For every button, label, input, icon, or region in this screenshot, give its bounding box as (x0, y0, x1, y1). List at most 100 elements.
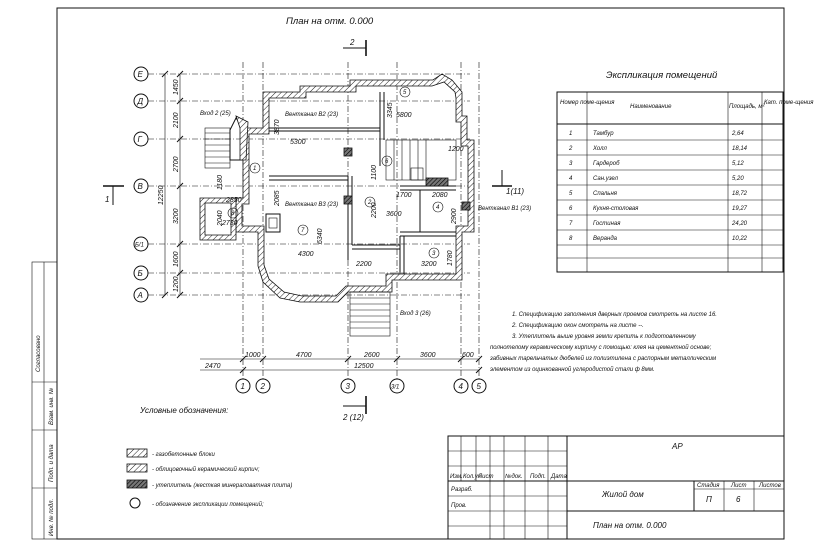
svg-text:600: 600 (462, 352, 474, 359)
svg-text:5: 5 (477, 382, 482, 391)
legend: Условные обозначения: - газобетонные бло… (126, 406, 292, 509)
vent-b3-label: Вентканал В3 (23) (285, 202, 338, 208)
svg-text:Спальня: Спальня (593, 191, 618, 197)
svg-text:Листов: Листов (758, 483, 781, 489)
svg-text:Изм.: Изм. (450, 474, 463, 480)
svg-text:2470: 2470 (204, 363, 221, 370)
svg-text:Кухня-столовая: Кухня-столовая (593, 206, 639, 212)
svg-text:5,12: 5,12 (732, 161, 744, 167)
svg-text:полнотелому керамическому кирп: полнотелому керамическому кирпичу с помо… (490, 344, 712, 351)
svg-text:1: 1 (253, 166, 256, 172)
svg-text:забивных тарельчатых дюбелей и: забивных тарельчатых дюбелей из полиэтил… (489, 355, 716, 362)
svg-text:Пров.: Пров. (451, 503, 467, 509)
svg-text:7: 7 (301, 228, 305, 234)
svg-text:2100: 2100 (173, 112, 180, 129)
explication-title: Экспликация помещений (606, 70, 718, 81)
svg-text:7: 7 (569, 221, 573, 227)
svg-text:Веранда: Веранда (593, 236, 618, 242)
room-marker-3: 3 (428, 247, 440, 259)
svg-text:- газобетонные блоки: - газобетонные блоки (152, 452, 216, 458)
axis-col-5: 5 (471, 62, 487, 394)
svg-text:2. Спецификацию окон смотреть: 2. Спецификацию окон смотреть на листе -… (511, 323, 644, 329)
explication-table: Экспликация помещений Номер поме-щения Н… (556, 70, 814, 273)
room-marker-6: 6 (381, 155, 393, 167)
svg-text:1180: 1180 (217, 175, 224, 190)
room-markers: 1 2 3 4 5 6 7 8 (227, 86, 444, 259)
entry-2-label: Вход 2 (25) (200, 111, 231, 117)
svg-text:2730: 2730 (221, 220, 238, 227)
legend-swatch-brick (126, 463, 148, 473)
exp-header-num: Номер поме-щения (560, 100, 615, 106)
dim-bottom: 2470 1000 4700 2600 3600 600 12500 (200, 352, 483, 374)
svg-text:Гардероб: Гардероб (593, 161, 620, 167)
axis-row-B1: Б/1 (133, 236, 470, 252)
tb-drawing: План на отм. 0.000 (593, 521, 667, 530)
svg-text:5800: 5800 (396, 112, 412, 119)
table-row: 4 Сан.узел 5,20 (569, 176, 744, 182)
svg-text:6340: 6340 (317, 228, 324, 244)
axis-row-B: Б (133, 265, 470, 281)
room-marker-8: 8 (227, 207, 239, 219)
svg-text:Е: Е (138, 70, 144, 79)
svg-text:- утеплитель (жесткая минерало: - утеплитель (жесткая минераловатная пли… (152, 483, 292, 489)
svg-text:Подп.: Подп. (530, 474, 546, 480)
svg-text:Сан.узел: Сан.узел (593, 176, 619, 182)
legend-room-circle-icon (129, 497, 141, 509)
dim-left: 1450 2100 2700 3200 1600 1200 12250 (158, 70, 184, 299)
svg-text:2200: 2200 (355, 261, 372, 268)
svg-text:1200: 1200 (173, 276, 180, 292)
svg-text:10,22: 10,22 (732, 236, 748, 242)
svg-text:1: 1 (241, 382, 245, 391)
exp-header-cat: Кат. поме-щения (764, 100, 814, 106)
svg-text:- облицовочный керамический ки: - облицовочный керамический кирпич; (152, 466, 260, 473)
svg-text:Дата: Дата (550, 474, 567, 480)
stamp-inv: Инв. № подл. (48, 499, 55, 536)
exp-header-name: Наименование (630, 104, 672, 110)
svg-text:2: 2 (260, 382, 266, 391)
svg-text:Стадия: Стадия (697, 483, 720, 489)
svg-text:1600: 1600 (173, 251, 180, 267)
svg-text:8: 8 (231, 211, 235, 217)
exp-header-area: Площадь, м² (729, 104, 765, 110)
svg-text:3200: 3200 (173, 208, 180, 224)
room-marker-1: 1 (249, 162, 261, 174)
svg-text:4: 4 (459, 382, 464, 391)
svg-text:Кол.уч: Кол.уч (463, 474, 481, 480)
table-row: 5 Спальня 18,72 (569, 191, 748, 197)
svg-text:1000: 1000 (245, 352, 261, 359)
svg-text:4700: 4700 (296, 352, 312, 359)
axis-col-3-1: 3/1 (389, 62, 405, 394)
svg-text:6: 6 (569, 206, 573, 212)
svg-text:3345: 3345 (387, 102, 394, 118)
svg-text:Разраб.: Разраб. (451, 487, 473, 493)
svg-text:1780: 1780 (447, 250, 454, 266)
room-marker-5: 5 (399, 86, 411, 98)
svg-text:2085: 2085 (274, 190, 281, 207)
table-row: 1 Тамбур 2,64 (569, 131, 744, 137)
table-row: 2 Холл 18,14 (568, 146, 748, 152)
table-row: 8 Веранда 10,22 (569, 236, 748, 242)
table-row: 6 Кухня-столовая 19,27 (569, 206, 748, 212)
svg-text:5: 5 (403, 90, 407, 96)
svg-text:2080: 2080 (431, 192, 448, 199)
svg-text:5,20: 5,20 (732, 176, 744, 182)
svg-text:18,72: 18,72 (732, 191, 748, 197)
tb-code: АР (671, 442, 683, 451)
axis-row-A: А (133, 287, 470, 303)
svg-text:Д: Д (137, 97, 144, 106)
entry-3-label: Вход 3 (26) (400, 311, 431, 317)
svg-text:Б: Б (138, 269, 143, 278)
svg-text:3870: 3870 (274, 119, 281, 135)
svg-text:Гостиная: Гостиная (593, 221, 621, 227)
floor-plan (199, 73, 475, 337)
svg-text:элементом из оцинкованной угле: элементом из оцинкованной углеродистой с… (490, 366, 655, 373)
svg-text:Б/1: Б/1 (135, 243, 144, 249)
svg-text:19,27: 19,27 (732, 206, 748, 212)
svg-text:1: 1 (569, 131, 572, 137)
section-mark-top: 2 (343, 38, 367, 56)
legend-title: Условные обозначения: (139, 406, 228, 415)
svg-text:12250: 12250 (158, 185, 165, 205)
room-marker-2: 2 (364, 196, 376, 208)
svg-text:3/1: 3/1 (391, 385, 399, 391)
svg-text:2,64: 2,64 (731, 131, 744, 137)
